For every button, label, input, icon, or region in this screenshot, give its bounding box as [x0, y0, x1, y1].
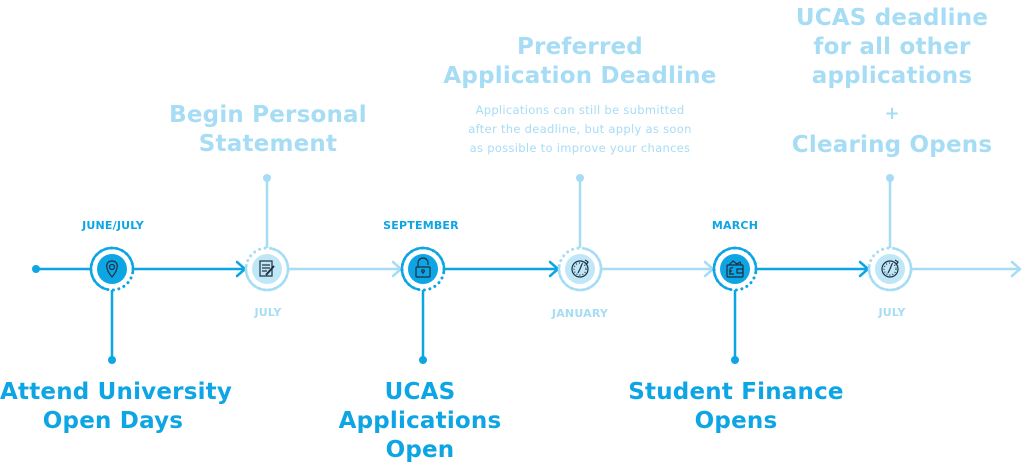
step-6-title: UCAS deadline for all other applications	[780, 4, 1004, 91]
node-fill	[720, 254, 750, 284]
step-3-title-line-3: Open	[385, 437, 455, 463]
connector-dot	[108, 356, 116, 364]
connector-dot	[886, 174, 894, 182]
step-3-title-line-1: UCAS	[384, 379, 456, 405]
step-4-note-line-1: Applications can still be submitted	[475, 103, 685, 117]
map-pin-icon	[106, 260, 118, 278]
step-6-date: JULY	[878, 306, 906, 319]
step-4-title-line-2: Application Deadline	[443, 63, 717, 89]
step-4-note: Applications can still be submitted afte…	[440, 101, 720, 158]
step-1-title: Attend University Open Days	[0, 378, 233, 436]
step-4-date: JANUARY	[551, 307, 609, 320]
step-2-date: JULY	[254, 306, 282, 319]
step-1-date: JUNE/JULY	[82, 219, 144, 232]
step-4-title: Preferred Application Deadline	[440, 33, 720, 91]
step-4-note-line-3: as possible to improve your chances	[469, 141, 691, 155]
wallet-pound-icon	[726, 260, 744, 278]
step-1-title-line-2: Open Days	[42, 408, 184, 434]
step-3-date: SEPTEMBER	[383, 219, 459, 232]
clock-icon	[881, 259, 899, 278]
node-dotted-arc	[867, 246, 913, 292]
document-pencil-icon	[259, 260, 275, 277]
step-6-subtitle: Clearing Opens	[791, 132, 993, 158]
connector-dot	[576, 174, 584, 182]
padlock-open-icon	[415, 257, 431, 278]
step-6-title-line-2: for all other	[813, 34, 971, 60]
node-dotted-arc	[557, 246, 603, 292]
step-6-plus: +	[884, 103, 900, 124]
step-2-title-line-1: Begin Personal	[169, 102, 367, 128]
step-5-title-line-1: Student Finance	[628, 379, 844, 405]
step-3-title: UCAS Applications Open	[320, 378, 520, 465]
step-5-title: Student Finance Opens	[620, 378, 852, 436]
step-4-note-line-2: after the deadline, but apply as soon	[468, 122, 692, 136]
step-5-date: MARCH	[711, 219, 759, 232]
step-3-title-line-2: Applications	[338, 408, 502, 434]
connector-dot	[419, 356, 427, 364]
step-1-title-line-1: Attend University	[0, 379, 233, 405]
step-6-title-line-3: applications	[811, 63, 973, 89]
step-2-title: Begin Personal Statement	[150, 101, 386, 159]
connector-dot	[263, 174, 271, 182]
step-5-title-line-2: Opens	[694, 408, 778, 434]
step-6-title-line-1: UCAS deadline	[795, 5, 989, 31]
step-4-title-line-1: Preferred	[517, 34, 643, 60]
arrow-head-icon	[1010, 260, 1022, 278]
node-dotted-arc	[244, 246, 290, 292]
node-dotted-arc	[712, 246, 758, 292]
clock-icon	[571, 259, 589, 278]
node-dotted-arc	[89, 246, 135, 292]
connector-dot	[731, 356, 739, 364]
node-dotted-arc	[400, 246, 446, 292]
node-fill	[252, 254, 282, 284]
step-2-title-line-2: Statement	[198, 131, 338, 157]
